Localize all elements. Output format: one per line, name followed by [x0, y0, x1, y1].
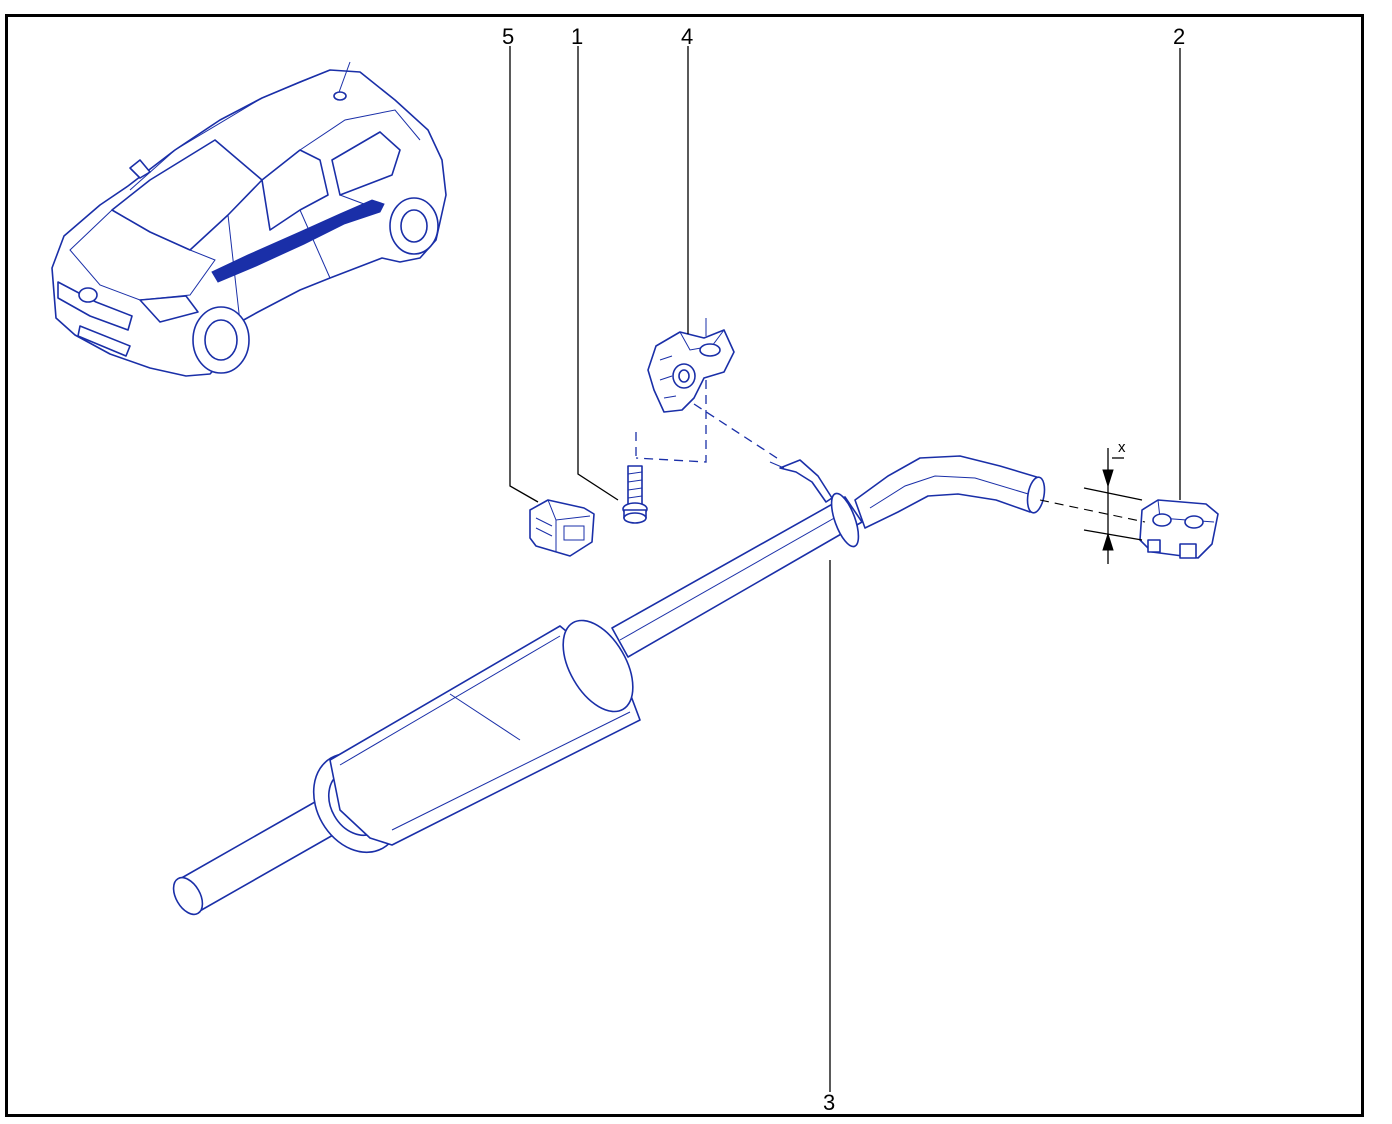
callout-leaders	[509, 46, 1181, 1092]
dimension-x-label: x	[1118, 439, 1126, 456]
leader-1	[577, 46, 619, 501]
callout-3: 3	[823, 1090, 835, 1115]
callout-5: 5	[502, 24, 514, 49]
vehicle-locator-illustration	[51, 61, 447, 377]
dimension-x: x	[1083, 439, 1143, 564]
exhaust-pipe-assembly	[172, 455, 1046, 916]
callout-2: 2	[1173, 24, 1185, 49]
leader-5	[509, 46, 539, 503]
part-4-connector-bracket	[647, 318, 735, 413]
part-5-clip	[529, 499, 595, 557]
assembly-guide-lines	[635, 380, 1146, 523]
part-1-bolt	[622, 465, 648, 524]
part-2-pipe-clamp	[1139, 499, 1219, 559]
callout-1: 1	[571, 24, 583, 49]
callout-4: 4	[681, 24, 693, 49]
